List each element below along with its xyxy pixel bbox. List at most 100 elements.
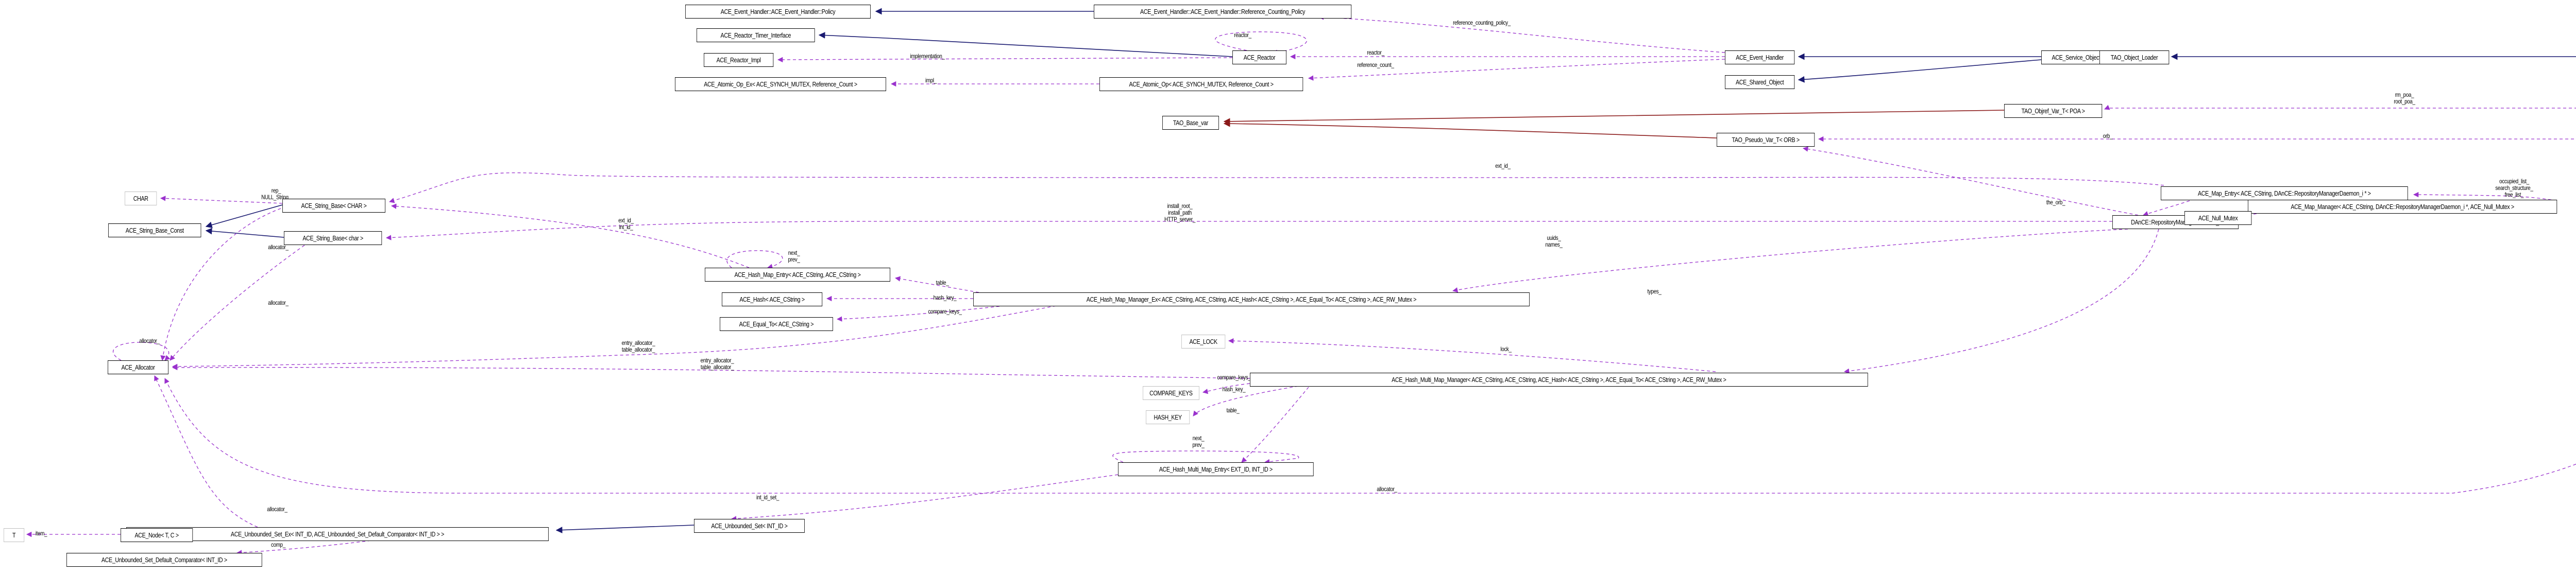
edge-label: install_root_ install_path HTTP_server_: [1164, 202, 1196, 223]
edge-label: allocator_: [139, 337, 160, 344]
class-node[interactable]: ACE_Hash_Map_Manager_Ex< ACE_CString, AC…: [973, 292, 1530, 306]
class-node[interactable]: ACE_LOCK: [1181, 335, 1226, 349]
class-node[interactable]: ACE_Map_Entry< ACE_CString, DAnCE::Repos…: [2161, 186, 2408, 200]
inheritance-edge: [205, 228, 284, 238]
edge-label: next_ prev_: [1192, 434, 1205, 448]
usage-edge: [1308, 59, 1725, 81]
class-node[interactable]: ACE_Event_Handler::ACE_Event_Handler::Po…: [685, 5, 871, 19]
class-node[interactable]: ACE_Equal_To< ACE_CString >: [720, 317, 833, 331]
class-node[interactable]: ACE_Hash_Map_Entry< ACE_CString, ACE_CSt…: [705, 268, 890, 282]
edge-label: compare_keys_: [928, 308, 962, 315]
class-node[interactable]: TAO_Objref_Var_T< POA >: [2004, 104, 2103, 118]
edge-label: entry_allocator_ table_allocator_: [700, 357, 734, 371]
edge-label: comp_: [271, 541, 285, 548]
edge-label: allocator_: [268, 299, 289, 306]
class-node[interactable]: ACE_String_Base_Const: [108, 223, 201, 237]
usage-edge: [1843, 229, 2159, 374]
edge-label: int_id_set_: [756, 494, 779, 501]
inheritance-edge: [205, 204, 283, 229]
class-node[interactable]: TAO_Pseudo_Var_T< ORB >: [1717, 133, 1815, 147]
usage-edge: [385, 221, 2112, 240]
class-node[interactable]: ACE_Unbounded_Set_Ex< INT_ID, ACE_Unboun…: [126, 527, 549, 541]
edge-label: item_: [35, 530, 47, 537]
class-node[interactable]: ACE_Hash< ACE_CString >: [722, 292, 823, 306]
edge-label: reference_count_: [1357, 61, 1394, 68]
class-node[interactable]: ACE_Reactor: [1232, 50, 1286, 64]
class-node[interactable]: HASH_KEY: [1146, 410, 1190, 424]
edge-label: reactor_: [1367, 49, 1384, 56]
usage-edge: [391, 203, 750, 268]
template-edge: [1223, 110, 2005, 125]
inheritance-edge: [818, 32, 1233, 57]
class-node[interactable]: ACE_Hash_Multi_Map_Entry< EXT_ID, INT_ID…: [1118, 462, 1314, 476]
usage-edge: [170, 241, 310, 361]
usage-edge: [894, 276, 979, 293]
usage-edge: [113, 342, 171, 361]
usage-edge: [777, 57, 1233, 63]
class-node[interactable]: ACE_Service_Object: [2041, 50, 2111, 64]
inheritance-edge: [555, 525, 694, 533]
edge-paths: [26, 8, 2576, 555]
edge-label: hash_key_: [933, 294, 957, 301]
class-node[interactable]: ACE_Unbounded_Set_Default_Comparator< IN…: [66, 553, 262, 567]
edge-label: allocator_: [267, 506, 287, 513]
edge-label: types_: [1647, 288, 1662, 295]
edge-label: table_: [1226, 407, 1240, 414]
usage-edge: [1818, 136, 2576, 142]
class-node[interactable]: ACE_Shared_Object: [1725, 75, 1795, 89]
class-node[interactable]: TAO_Base_var: [1162, 116, 1219, 130]
class-node[interactable]: ACE_Event_Handler: [1725, 50, 1795, 64]
template-edge: [1223, 120, 1717, 138]
class-node[interactable]: TAO_Object_Loader: [2099, 50, 2170, 64]
class-node[interactable]: ACE_String_Base< CHAR >: [282, 199, 386, 213]
usage-edge: [1318, 14, 1725, 53]
usage-edge: [154, 375, 258, 528]
edge-label: hash_key_: [1222, 386, 1246, 393]
edge-label: impl_: [925, 77, 937, 84]
edge-label: entry_allocator_ table_allocator_: [621, 339, 655, 353]
class-node[interactable]: ACE_Hash_Multi_Map_Manager< ACE_CString,…: [1250, 373, 1868, 387]
usage-edge: [2413, 192, 2557, 201]
class-node[interactable]: ACE_Reactor_Timer_Interface: [697, 28, 815, 42]
class-node[interactable]: ACE_Allocator: [108, 360, 169, 374]
class-node[interactable]: ACE_Null_Mutex: [2184, 211, 2252, 225]
class-node[interactable]: ACE_Atomic_Op_Ex< ACE_SYNCH_MUTEX, Refer…: [675, 77, 886, 91]
class-node[interactable]: ACE_Reactor_Impl: [704, 53, 774, 67]
class-node[interactable]: CHAR: [125, 192, 157, 205]
class-node[interactable]: COMPARE_KEYS: [1143, 386, 1199, 400]
usage-edge: [1228, 338, 1716, 372]
usage-edge: [1215, 31, 1307, 55]
edge-label: compare_keys_: [1217, 374, 1251, 381]
edge-label: reactor_: [1234, 31, 1251, 39]
usage-edge: [164, 378, 2576, 494]
usage-edge: [2143, 200, 2190, 217]
usage-edge: [172, 364, 1250, 379]
edge-label: ext_id_: [1495, 162, 1511, 169]
usage-edge: [836, 306, 1000, 322]
edge-label: the_orb_: [2046, 199, 2065, 206]
edge-label: table_: [936, 279, 949, 286]
class-node[interactable]: ACE_Map_Manager< ACE_CString, DAnCE::Rep…: [2248, 200, 2557, 214]
usage-edge: [2104, 105, 2576, 110]
class-node[interactable]: ACE_String_Base< char >: [284, 231, 382, 245]
edge-label: rm_poa_ root_poa_: [2394, 91, 2415, 105]
edge-label: allocator_: [268, 243, 289, 251]
edge-label: lock_: [1500, 345, 1512, 353]
edge-label: implementation_: [910, 53, 945, 60]
class-node[interactable]: ACE_Atomic_Op< ACE_SYNCH_MUTEX, Referenc…: [1099, 77, 1303, 91]
class-node[interactable]: ACE_Unbounded_Set< INT_ID >: [694, 519, 805, 533]
class-node[interactable]: T: [4, 528, 25, 542]
edge-label: occupied_list_ search_structure_ free_li…: [2495, 178, 2533, 198]
usage-edge: [389, 172, 2164, 203]
edge-label: uuids_ names_: [1545, 234, 1563, 248]
class-node[interactable]: ACE_Node< T, C >: [121, 528, 193, 542]
usage-edge: [726, 250, 783, 269]
edge-label: orb_: [2103, 132, 2113, 140]
usage-edge: [172, 305, 1057, 370]
usage-edge: [1802, 146, 2139, 216]
edge-label: reference_counting_policy_: [1453, 19, 1511, 26]
usage-edge: [1193, 386, 1299, 416]
edge-label: allocator_: [1377, 485, 1397, 493]
class-node[interactable]: ACE_Event_Handler::ACE_Event_Handler::Re…: [1094, 5, 1352, 19]
